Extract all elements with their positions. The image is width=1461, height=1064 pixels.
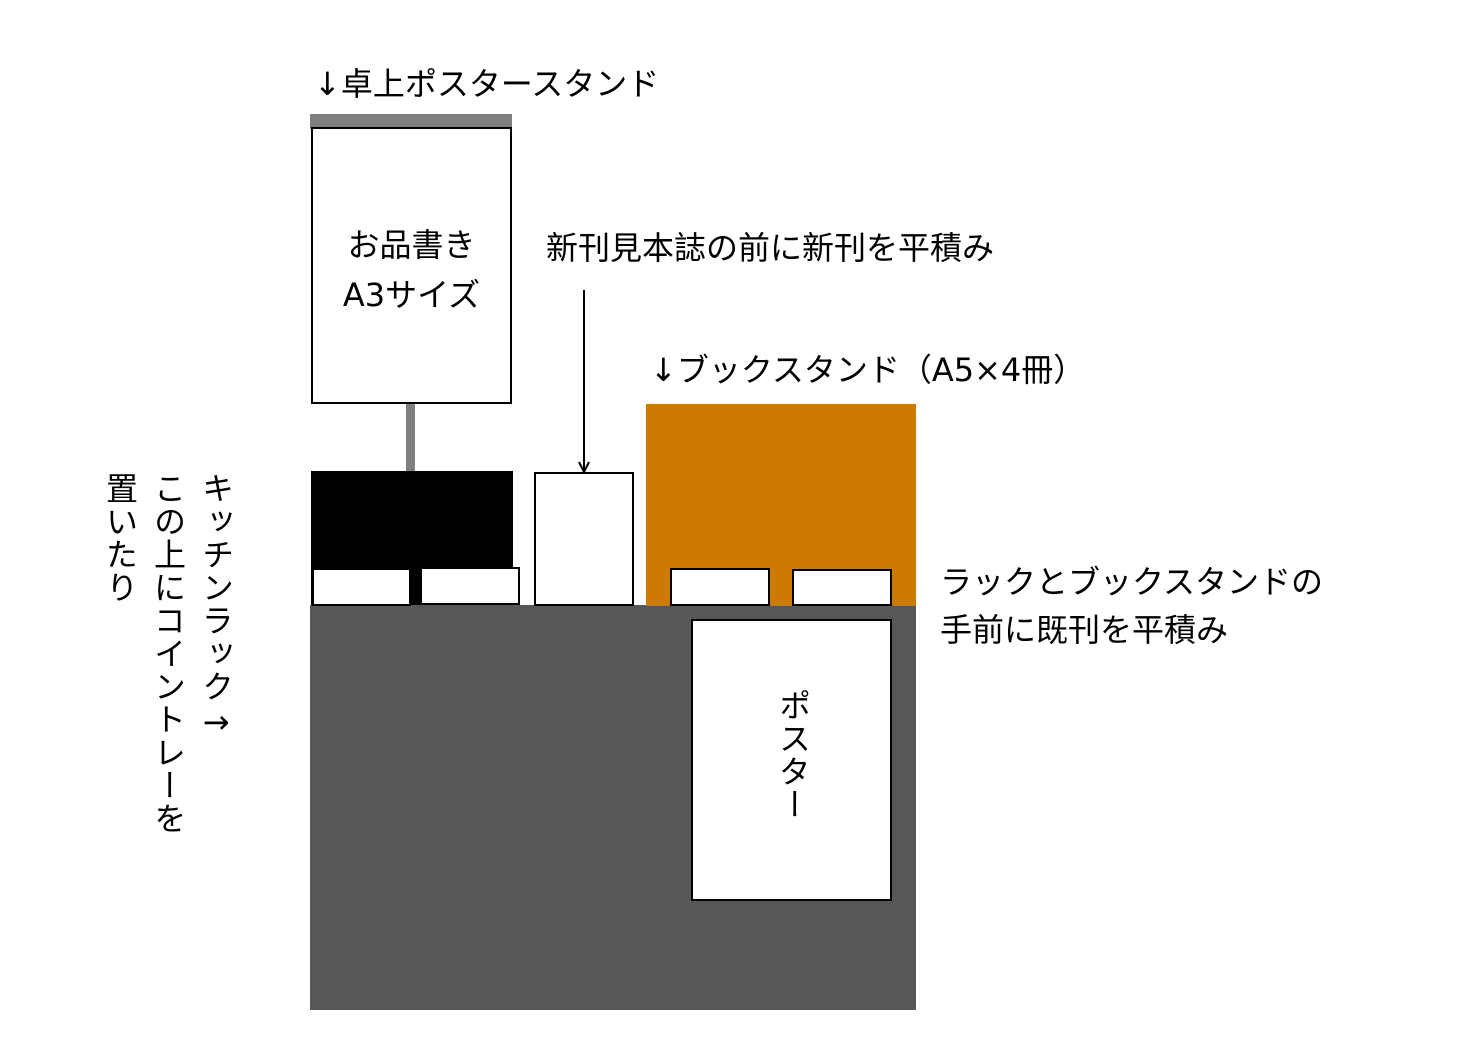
backlist-book-2: [420, 567, 520, 605]
backlist-label-line2: 手前に既刊を平積み: [940, 611, 1229, 649]
kitchen-rack-label: キッチンラック→: [197, 472, 235, 742]
menu-board-line1: お品書き: [347, 226, 476, 264]
coin-tray-line2: 置いたり: [101, 472, 139, 604]
new-sample-label: 新刊見本誌の前に新刊を平積み: [546, 229, 995, 267]
coin-tray-line1: この上にコイントレーを: [149, 472, 187, 835]
menu-board-line2: A3サイズ: [342, 276, 481, 314]
backlist-book-4: [792, 569, 892, 606]
poster-label: ポスター: [774, 689, 812, 821]
new-sample-arrow: [578, 290, 590, 475]
poster-stand-label: ↓卓上ポスタースタンド: [314, 65, 660, 103]
backlist-book-3: [670, 568, 770, 606]
bookstand-label: ↓ブックスタンド（A5×4冊）: [650, 351, 1086, 389]
poster-stand-pole: [406, 404, 415, 472]
menu-board: お品書き A3サイズ: [311, 127, 512, 404]
backlist-label-line1: ラックとブックスタンドの: [940, 563, 1324, 601]
new-release-sample: [534, 472, 634, 606]
poster: ポスター: [691, 619, 892, 901]
poster-stand-top-bar: [310, 114, 512, 129]
backlist-book-1: [312, 568, 411, 606]
